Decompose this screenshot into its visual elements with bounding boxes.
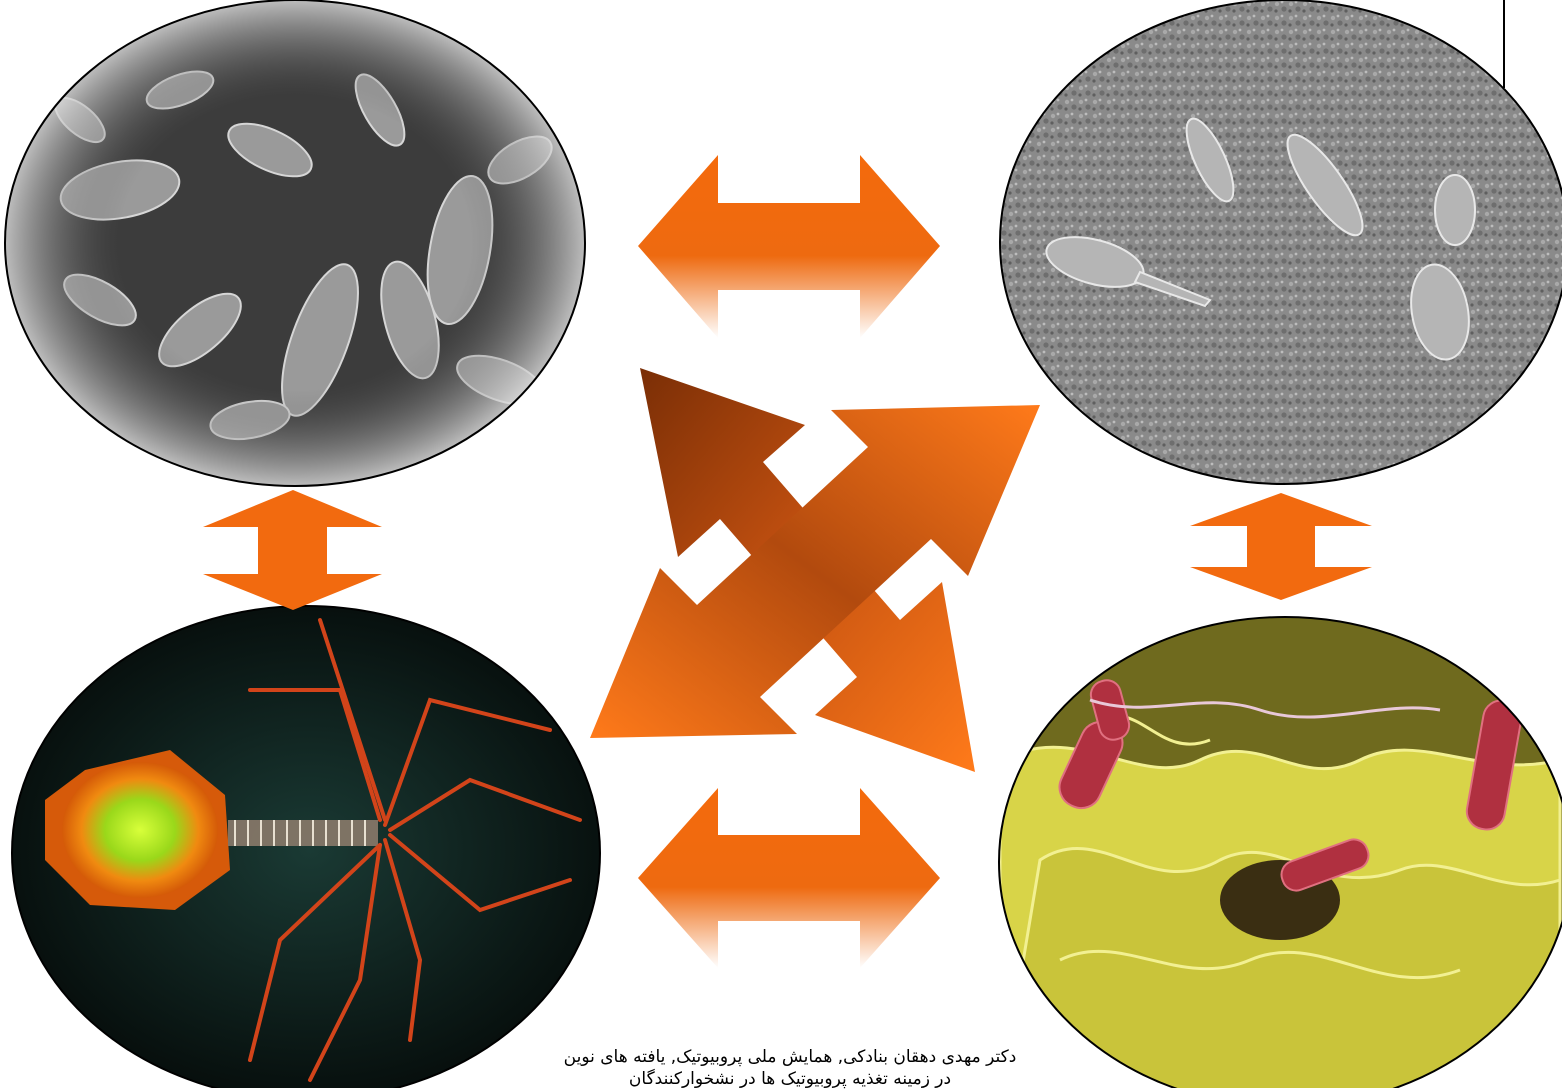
caption: دکتر مهدی دهقان بنادکی, همایش ملی پروبیو… [470, 1046, 1110, 1090]
caption-line-1: دکتر مهدی دهقان بنادکی, همایش ملی پروبیو… [470, 1046, 1110, 1068]
bacteria-sem-image [0, 0, 600, 490]
top-double-arrow [638, 155, 940, 338]
right-vertical-double-arrow [1190, 493, 1372, 600]
salmonella-image [990, 610, 1562, 1088]
yeast-sem-image [990, 0, 1562, 490]
left-vertical-double-arrow [203, 490, 382, 610]
bottom-double-arrow [638, 788, 940, 968]
caption-line-2: در زمینه تغذیه پروبیوتیک ها در نشخوارکنن… [470, 1068, 1110, 1090]
